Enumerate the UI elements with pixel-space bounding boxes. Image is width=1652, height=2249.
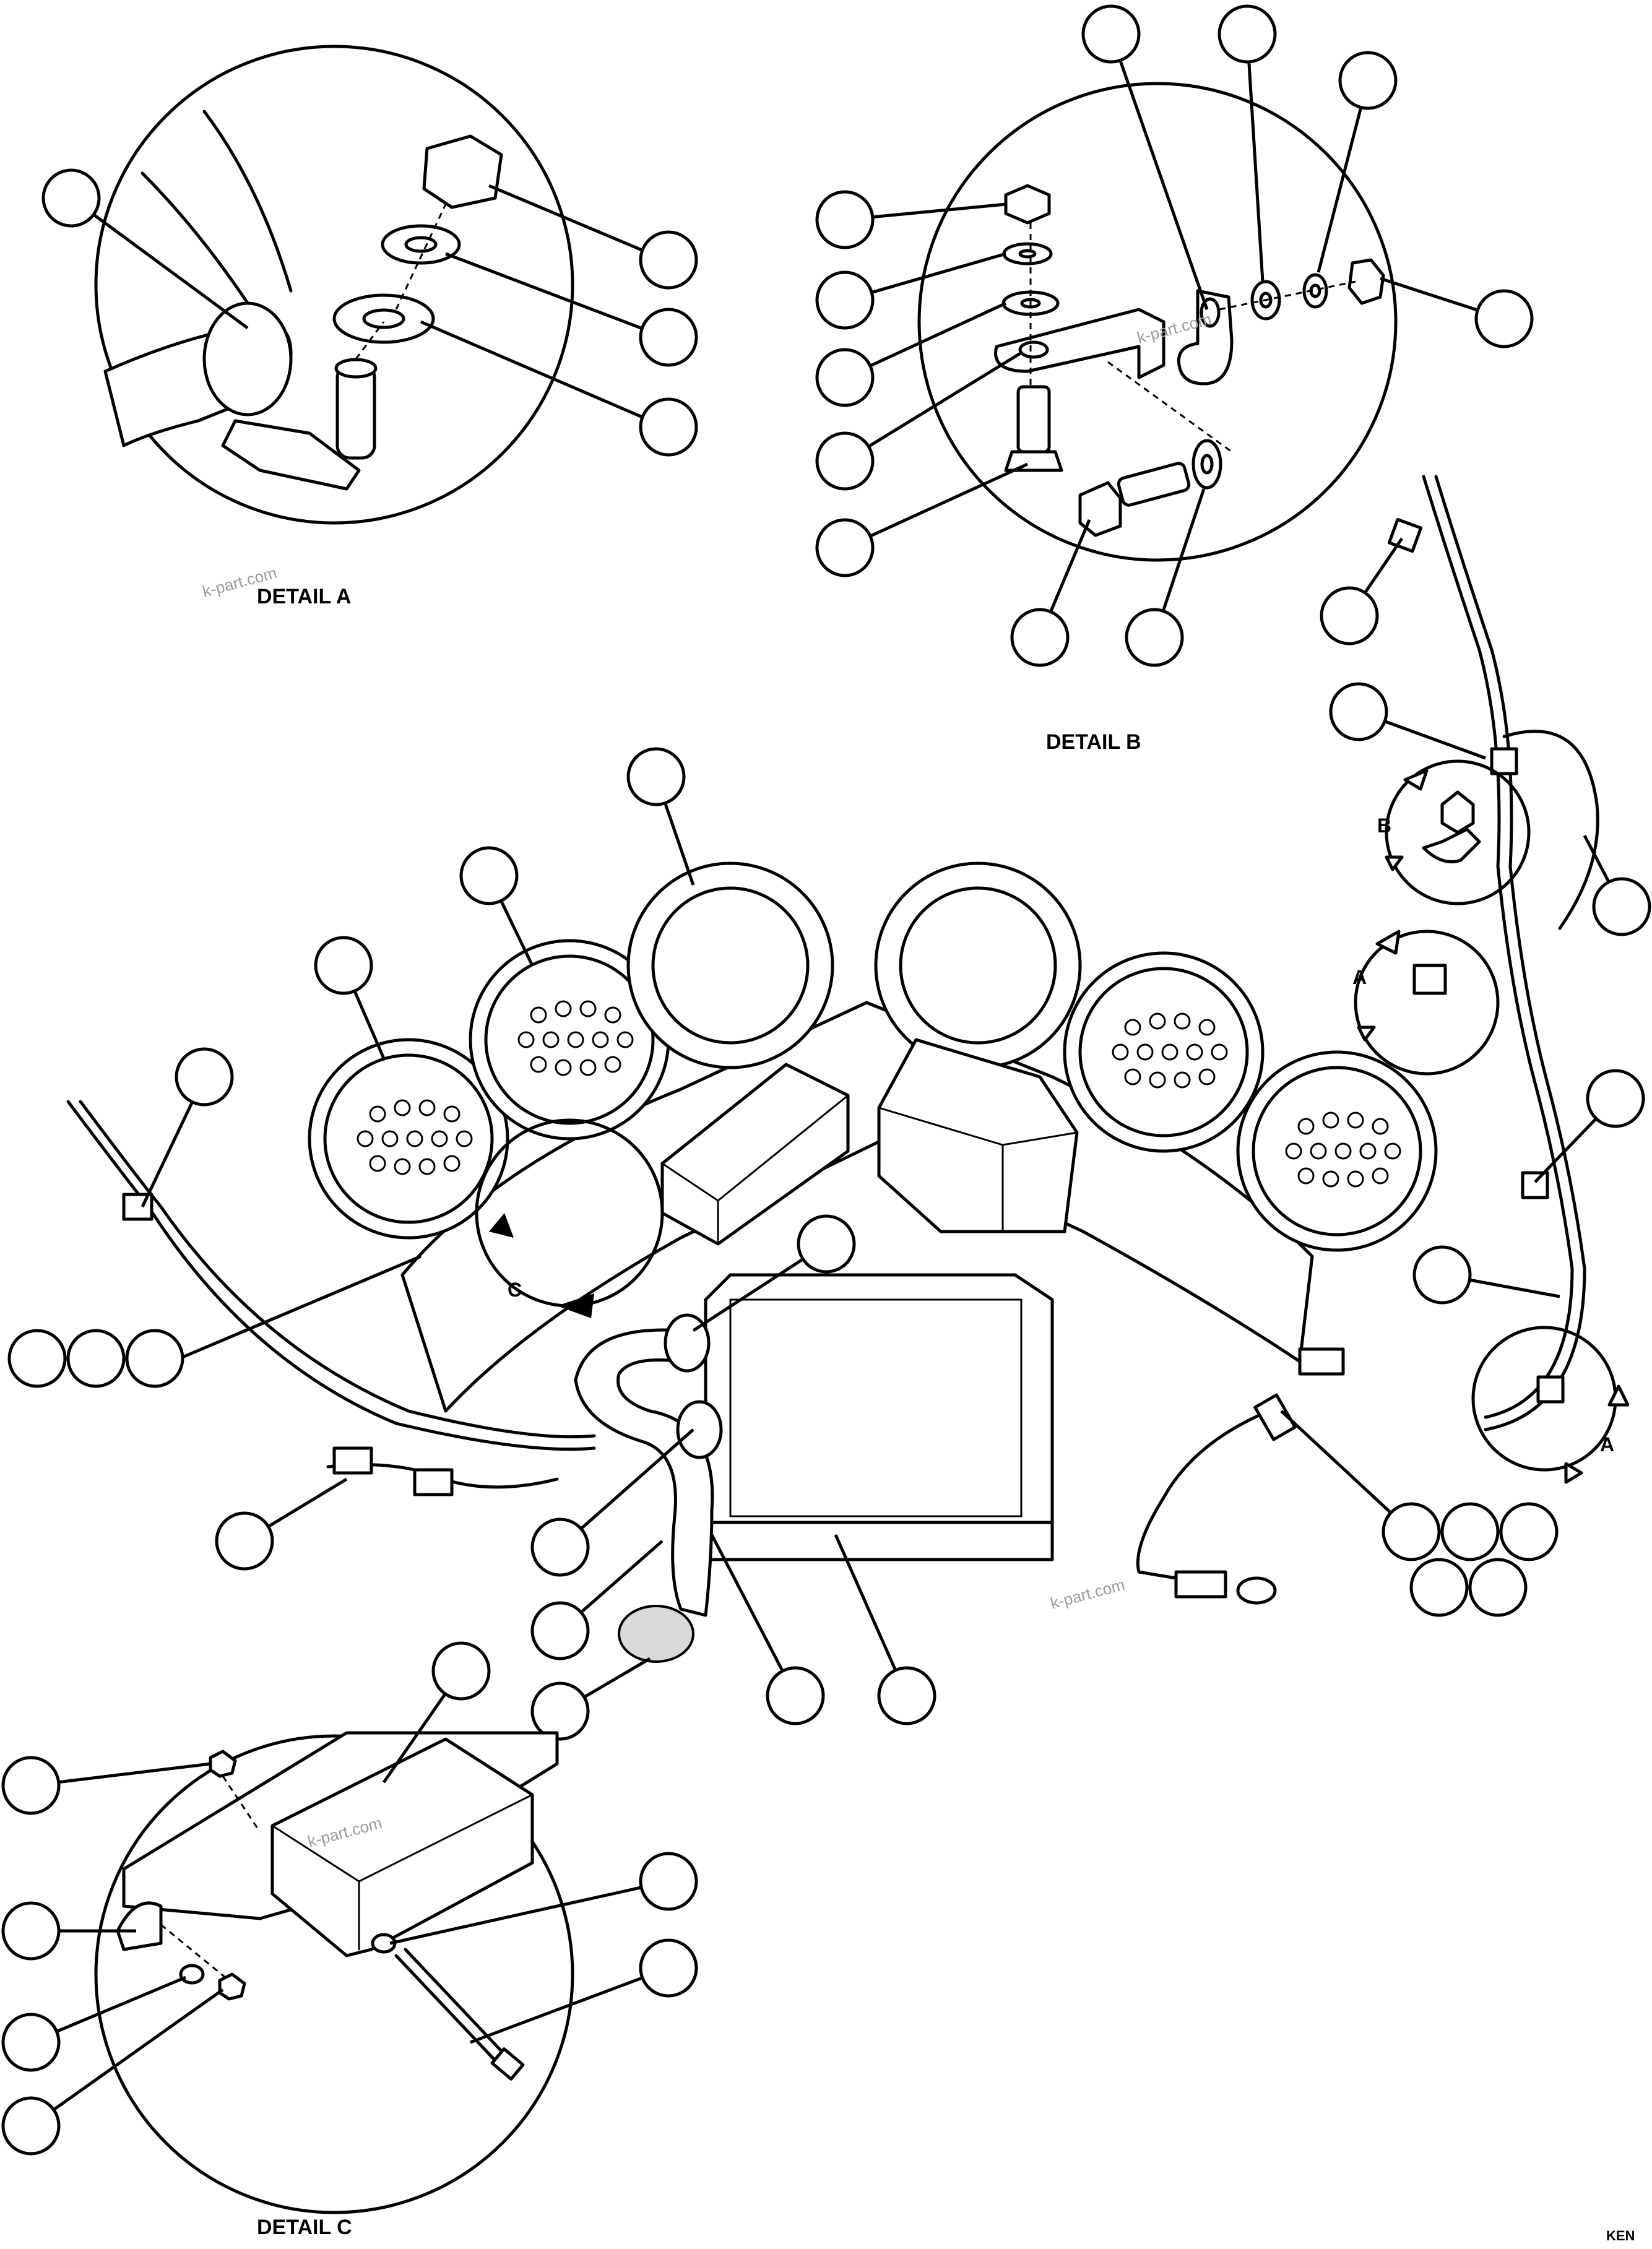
callout-bubble bbox=[1217, 4, 1277, 64]
detail-b-label: DETAIL B bbox=[1046, 730, 1141, 754]
detail-a-clamp bbox=[202, 301, 293, 417]
callout-bubble bbox=[41, 168, 101, 228]
watermark: k-part.com bbox=[1049, 1575, 1127, 1613]
callout-bubble bbox=[530, 1517, 590, 1577]
callout-bubble bbox=[1125, 608, 1184, 667]
callout-bubble bbox=[1382, 1502, 1441, 1561]
view-letter-c: C bbox=[508, 1279, 522, 1301]
callout-bubble bbox=[530, 1681, 590, 1741]
detail-b-circle bbox=[917, 82, 1398, 562]
callout-bubble bbox=[1440, 1502, 1500, 1561]
callout-bubble bbox=[1, 2013, 61, 2072]
detail-b: DETAIL B k-part.com bbox=[815, 4, 1534, 754]
view-b-circle bbox=[1385, 759, 1531, 905]
hose-connector bbox=[618, 1605, 694, 1663]
callout-bubble bbox=[639, 1938, 698, 1998]
callout-bubble bbox=[1338, 51, 1398, 110]
callout-bubble bbox=[431, 1641, 491, 1701]
callout-bubble bbox=[639, 230, 698, 290]
detail-b-bracket bbox=[994, 308, 1165, 379]
callout-bubble bbox=[815, 348, 875, 407]
callout-bubble bbox=[7, 1329, 67, 1388]
callout-bubble bbox=[815, 431, 875, 491]
detail-a: DETAIL A k-part.com bbox=[41, 45, 698, 608]
callout-bubble bbox=[815, 518, 875, 577]
view-a-upper-circle bbox=[1354, 930, 1500, 1076]
callout-bubble bbox=[639, 308, 698, 367]
detail-a-nut bbox=[422, 134, 503, 209]
right-box bbox=[877, 1038, 1079, 1233]
callout-bubble bbox=[1, 1901, 61, 1961]
main-assembly: C k-part.com bbox=[7, 747, 1559, 1741]
detail-a-stud bbox=[335, 363, 376, 460]
callout-bubble bbox=[1412, 1245, 1472, 1305]
callout-bubble bbox=[815, 270, 875, 330]
callout-bubble bbox=[175, 1047, 234, 1107]
callout-bubble bbox=[797, 1214, 856, 1274]
view-letter-a-lower: A bbox=[1600, 1433, 1614, 1456]
detail-b-bolt bbox=[1016, 385, 1051, 454]
callout-bubble bbox=[1468, 1558, 1528, 1617]
callout-bubble bbox=[766, 1666, 825, 1725]
callout-bubble bbox=[125, 1329, 184, 1388]
callout-bubble bbox=[1010, 608, 1070, 667]
lamp-center-right bbox=[874, 861, 1082, 1069]
callout-bubble bbox=[314, 936, 373, 995]
callout-bubble bbox=[459, 846, 519, 905]
control-box bbox=[704, 1273, 1054, 1549]
view-letter-a-upper: A bbox=[1352, 966, 1367, 988]
callout-bubble bbox=[1320, 586, 1379, 645]
lamp-center-left bbox=[626, 861, 834, 1069]
callout-bubble bbox=[1586, 1069, 1645, 1128]
hose bbox=[574, 1328, 714, 1617]
callout-bubble bbox=[877, 1666, 936, 1725]
callout-bubble bbox=[1592, 877, 1651, 936]
callout-bubble bbox=[639, 397, 698, 457]
detail-a-circle bbox=[94, 45, 574, 525]
detail-a-label: DETAIL A bbox=[257, 585, 351, 608]
callout-bubble bbox=[1409, 1558, 1469, 1617]
callout-bubble bbox=[1474, 289, 1534, 348]
right-harness: B A A bbox=[1320, 475, 1651, 1484]
detail-c: DETAIL C k-part.com bbox=[1, 1641, 698, 2239]
callout-bubble bbox=[815, 190, 875, 249]
callout-bubble bbox=[1, 1756, 61, 1815]
detail-c-label: DETAIL C bbox=[257, 2216, 352, 2239]
callout-bubble bbox=[1329, 682, 1388, 741]
callout-bubble bbox=[626, 747, 686, 806]
callout-bubble bbox=[215, 1511, 274, 1571]
callout-bubble bbox=[1499, 1502, 1559, 1561]
callout-bubble bbox=[639, 1852, 698, 1911]
detail-c-circle bbox=[94, 1734, 574, 2214]
callout-bubble bbox=[1081, 4, 1141, 64]
callout-bubble bbox=[530, 1601, 590, 1660]
view-letter-b: B bbox=[1377, 814, 1391, 837]
callout-bubble bbox=[1, 2096, 61, 2156]
callout-bubble bbox=[66, 1329, 126, 1388]
hose-fitting-side bbox=[676, 1400, 723, 1459]
footer-code: KEN bbox=[1606, 2228, 1635, 2243]
